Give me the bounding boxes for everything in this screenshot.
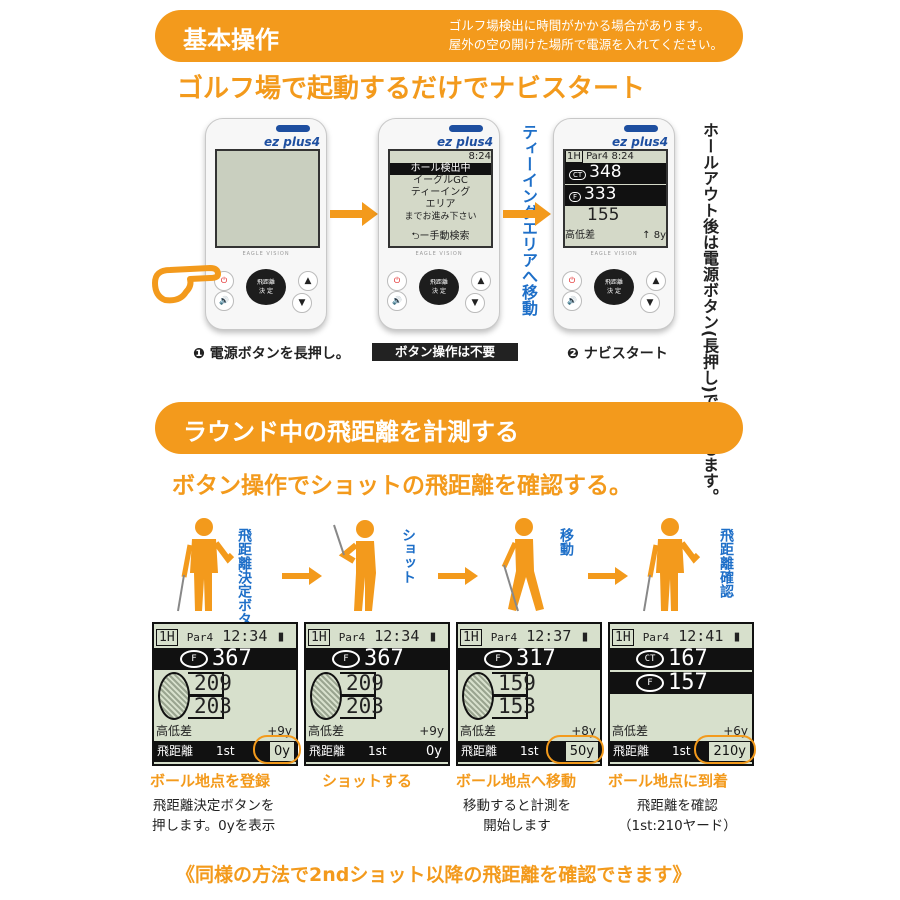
voice-button[interactable]: 🔊 [387, 291, 407, 311]
caption-title-2: ショットする [322, 772, 413, 790]
lcd-elevation-row: 高低差+6y [612, 724, 748, 738]
golfer-walking-icon [501, 518, 544, 612]
power-button[interactable]: ⏻ [387, 271, 407, 291]
caption-desc-1: 飛距離決定ボタンを 押します。0yを表示 [152, 798, 276, 834]
lcd-elevation-row: 高低差+9y [308, 724, 444, 738]
figure3-label: 移動 [558, 528, 574, 556]
no-button-caption: ボタン操作は不要 [372, 343, 518, 361]
up-button[interactable]: ▲ [646, 271, 666, 291]
section2-heading: ボタン操作でショットの飛距離を確認する。 [172, 473, 632, 499]
lcd-status-row: 1H Par4 12:34 ▮ [308, 626, 446, 646]
maker-logo: EAGLE VISION [590, 251, 638, 257]
blank-screen [215, 149, 320, 248]
golfer-swing-icon [333, 520, 376, 611]
green-icon [462, 672, 494, 720]
battery-icon: ▮ [276, 627, 286, 645]
voice-button[interactable]: 🔊 [214, 291, 234, 311]
distance-confirm-button[interactable]: 飛距離決 定 [419, 269, 459, 305]
figure4-label: 飛距離確認 [718, 528, 734, 598]
caption-desc-3: 移動すると計測を 開始します [463, 798, 571, 834]
highlight-circle [694, 735, 756, 764]
caption-title-3: ボール地点へ移動 [456, 772, 577, 790]
step2-caption: ❷ ナビスタート [567, 346, 668, 362]
battery-icon: ▮ [580, 627, 590, 645]
pointing-hand-icon [152, 265, 221, 304]
green-icon [158, 672, 190, 720]
caption-title-1: ボール地点を登録 [150, 772, 271, 790]
flow-arrow [588, 567, 628, 585]
distance-confirm-button[interactable]: 飛距離決 定 [246, 269, 286, 305]
down-button[interactable]: ▼ [465, 293, 485, 313]
banner-title: 基本操作 [183, 26, 279, 54]
up-button[interactable]: ▲ [298, 271, 318, 291]
green-icon [310, 672, 342, 720]
brand-logo: ez plus4 [437, 135, 494, 149]
brand-logo: ez plus4 [612, 135, 669, 149]
down-button[interactable]: ▼ [292, 293, 312, 313]
battery-icon: ▮ [428, 627, 438, 645]
lcd-status-row: 1H Par4 12:34 ▮ [156, 626, 294, 646]
lcd-status-row: 1H Par4 12:37 ▮ [460, 626, 598, 646]
lcd-elevation-row: 高低差+8y [460, 724, 596, 738]
maker-logo: EAGLE VISION [415, 251, 463, 257]
caption-title-4: ボール地点に到着 [608, 772, 729, 790]
power-off-instruction: ホールアウト後は電源ボタン(長押し)で終了します。 [700, 122, 719, 505]
down-button[interactable]: ▼ [640, 293, 660, 313]
bluetooth-badge [449, 125, 483, 132]
caption-desc-4: 飛距離を確認 （1st:210ヤード） [618, 798, 737, 834]
basic-operation-banner: 基本操作 ゴルフ場検出に時間がかかる場合があります。 屋外の空の開けた場所で電源… [155, 10, 743, 62]
lcd-status-row: 1H Par4 12:41 ▮ [612, 626, 750, 646]
distance-confirm-button[interactable]: 飛距離決 定 [594, 269, 634, 305]
figure2-label: ショット [400, 528, 416, 584]
flow-arrow [503, 202, 551, 226]
brand-logo: ez plus4 [264, 135, 321, 149]
highlight-circle [253, 735, 301, 764]
golfer-standing-icon [177, 518, 235, 612]
figure1-label: 飛距離決定ボタン [236, 528, 252, 640]
section1-heading: ゴルフ場で起動するだけでナビスタート [177, 74, 646, 104]
flow-arrow [330, 202, 378, 226]
power-button[interactable]: ⏻ [562, 271, 582, 291]
bluetooth-badge [624, 125, 658, 132]
device-off: ez plus4 EAGLE VISION ⏻ 🔊 飛距離決 定 ▲ ▼ [205, 118, 327, 330]
lcd-elevation-row: 高低差+9y [156, 724, 292, 738]
distance-banner: ラウンド中の飛距離を計測する [155, 402, 743, 454]
golfer-checking-icon [643, 518, 701, 612]
flow-arrow [438, 567, 478, 585]
step1-caption: ❶ 電源ボタンを長押し。 [193, 346, 350, 362]
up-button[interactable]: ▲ [471, 271, 491, 291]
highlight-circle [546, 735, 604, 764]
maker-logo: EAGLE VISION [242, 251, 290, 257]
flow-arrow [282, 567, 322, 585]
voice-button[interactable]: 🔊 [562, 291, 582, 311]
move-to-tee-text: ティーイングエリアへ移動 [519, 124, 538, 316]
battery-icon: ▮ [732, 627, 742, 645]
banner-note: ゴルフ場検出に時間がかかる場合があります。 屋外の空の開けた場所で電源を入れてく… [448, 18, 723, 52]
footer-note: 《同様の方法で2ndショット以降の飛距離を確認できます》 [176, 864, 692, 886]
bluetooth-badge [276, 125, 310, 132]
detecting-screen: 8:24 ホール検出中 イーグルGC ティーイング エリア までお進み下さい ⮌… [388, 149, 493, 248]
banner-title: ラウンド中の飛距離を計測する [183, 418, 519, 446]
device-detecting: ez plus4 8:24 ホール検出中 イーグルGC ティーイング エリア ま… [378, 118, 500, 330]
